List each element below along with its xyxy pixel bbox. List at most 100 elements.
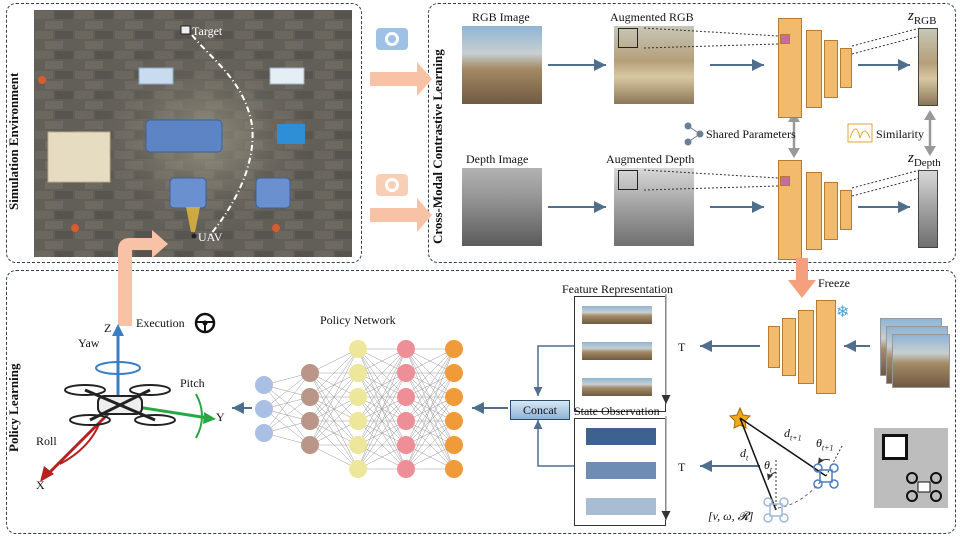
nn-edge [309,396,359,446]
theta-t-subscript: t [769,465,773,475]
nn-node-layer4-1 [397,340,415,358]
state-bar-2 [586,462,656,479]
nn-node-layer1-2 [255,400,273,418]
simulation-scene: Target UAV [34,10,352,257]
drone-icon [64,384,176,426]
simulation-scene-drawing [34,10,352,257]
nn-edge [263,396,311,434]
time-label-states: T [678,460,686,474]
camera-arrows [370,28,432,232]
concat-block: Concat [510,400,570,420]
nn-edge [357,348,407,422]
snowflake-icon: ❄ [836,304,850,321]
augmented-depth-image [614,168,694,246]
depth-encoder-block-3 [824,182,838,240]
depth-encoder-block-2 [806,172,822,250]
x-axis-label: X [36,478,45,492]
augmented-rgb-image [614,26,694,104]
nn-node-layer4-6 [397,460,415,478]
nn-node-layer2-1 [301,364,319,382]
z-axis-label: Z [104,321,112,335]
d-t1-subscript: t+1 [790,433,802,443]
depth-image [462,168,542,246]
rgb-image [462,26,542,104]
nn-node-layer5-6 [445,460,463,478]
d-t1-symbol: d [784,426,790,440]
nn-node-layer5-1 [445,340,463,358]
nn-edge [405,420,455,470]
depth-encoder-block-4 [840,190,852,230]
augmented-depth-label: Augmented Depth [606,152,695,166]
nn-node-layer2-2 [301,388,319,406]
nn-node-layer4-3 [397,388,415,406]
z-rgb-embedding [918,28,938,106]
nn-node-layer5-2 [445,364,463,382]
feature-strip-1 [582,306,652,324]
similarity-icon [847,123,873,143]
nn-node-layer4-5 [397,436,415,454]
policy-network-graph [255,340,463,478]
theta-t-symbol: θ [764,458,770,472]
marker-drone-icon [906,472,942,502]
nn-node-layer3-3 [349,388,367,406]
nn-node-layer4-4 [397,412,415,430]
shared-parameters-label: Shared Parameters [706,127,796,141]
depth-image-label: Depth Image [466,152,529,166]
feature-strip-2 [582,342,652,360]
shared-parameters-icon [684,122,704,146]
drone-axes-diagram [40,324,216,482]
frozen-encoder-block-4 [816,300,836,394]
simulation-panel-title: Simulation Environment [6,72,21,210]
nn-node-layer5-3 [445,388,463,406]
policy-arrows [232,294,870,520]
drone-t-icon [763,497,789,523]
execution-feedback-arrow [118,230,168,326]
similarity-label: Similarity [876,127,924,141]
nn-edge [263,372,311,434]
navigation-geometry [728,406,843,523]
theta-t1-label: θt+1 [816,436,834,452]
nn-node-layer3-1 [349,340,367,358]
target-label: Target [192,24,223,38]
execution-label: Execution [136,316,185,330]
contrastive-arrows [548,27,936,213]
nn-edge [405,348,455,422]
rgb-encoder-block-4 [840,48,852,88]
nn-node-layer3-6 [349,460,367,478]
freeze-label: Freeze [818,276,850,290]
nn-node-layer3-4 [349,412,367,430]
rgb-encoder-block-1 [778,18,802,118]
nn-node-layer1-1 [255,376,273,394]
nn-edge [405,348,455,398]
nn-edge [357,396,407,470]
z-depth-symbol: z [908,150,914,166]
nn-edge [263,372,311,410]
nn-edge [309,348,359,398]
time-label-features: T [678,340,686,354]
nn-edge [309,372,359,446]
nn-node-layer2-4 [301,436,319,454]
state-observation-label: State Observation [574,404,660,418]
d-t1-label: dt+1 [784,426,802,442]
target-icon [180,25,191,35]
augmented-rgb-label: Augmented RGB [610,10,694,24]
nn-edge [309,348,359,422]
d-t-subscript: t [746,453,749,463]
nn-edge [405,348,455,446]
feature-representation-label: Feature Representation [562,282,673,296]
nn-node-layer5-5 [445,436,463,454]
landing-marker-image [874,428,948,508]
depth-encoder-block-1 [778,160,802,260]
z-depth-subscript: Depth [913,157,941,169]
z-depth-embedding [918,170,938,248]
nn-edge [357,348,407,398]
pitch-rotation [195,393,203,439]
frozen-encoder-block-3 [798,310,814,384]
z-rgb-label: zRGB [908,8,936,27]
nn-node-layer1-3 [255,424,273,442]
d-t-label: dt [740,446,748,462]
theta-t1-symbol: θ [816,436,822,450]
d-t-symbol: d [740,446,746,460]
nn-node-layer4-2 [397,364,415,382]
z-rgb-symbol: z [908,8,914,24]
